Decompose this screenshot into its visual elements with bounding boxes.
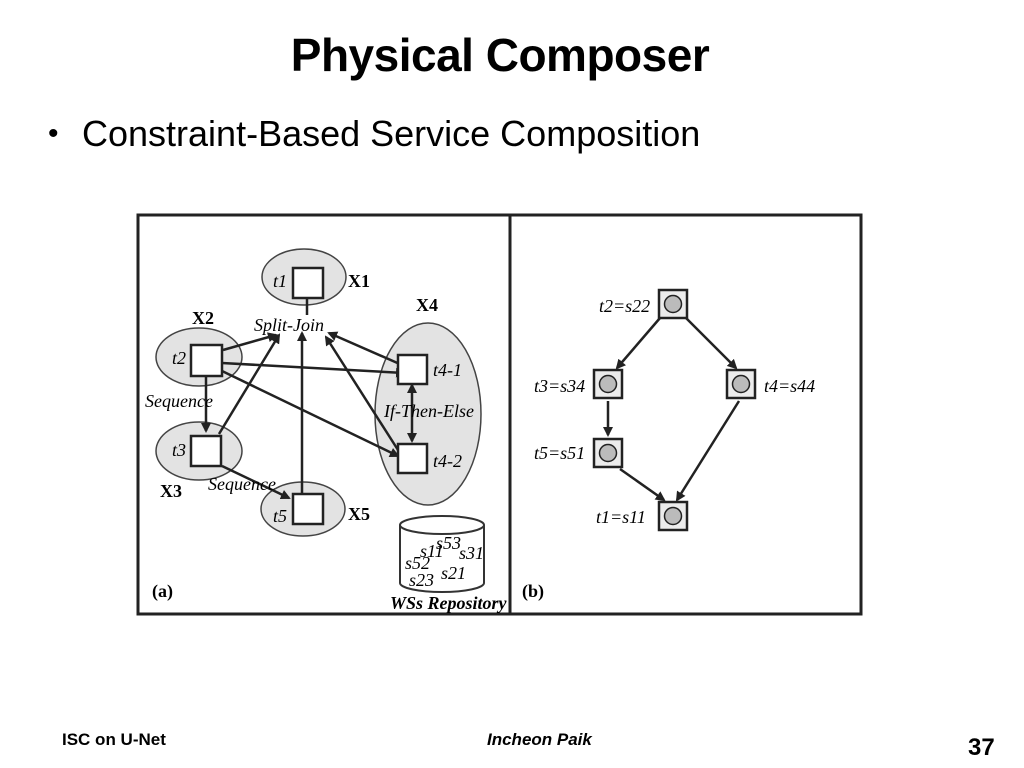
binding-node-t2 bbox=[657, 288, 689, 320]
task-t1-box bbox=[291, 266, 325, 300]
pattern-sequence-2-label: Sequence bbox=[208, 474, 276, 494]
task-t4-2-box bbox=[396, 442, 429, 475]
edge-t2-t41 bbox=[221, 361, 406, 378]
diagram-frame bbox=[136, 213, 863, 616]
edge-t3-splitjoin bbox=[217, 333, 281, 435]
page-number: 37 bbox=[968, 734, 995, 761]
task-t2-label: t2 bbox=[172, 348, 186, 368]
footer-left: ISC on U-Net bbox=[62, 730, 166, 749]
group-x5-label: X5 bbox=[348, 504, 370, 524]
edge-b-t5-t1 bbox=[619, 467, 666, 502]
binding-node-t3 bbox=[592, 368, 624, 400]
panel-b: t2=s22 t3=s34 t4=s44 t5=s51 t1=s11 (b) bbox=[522, 288, 815, 602]
edge-t2-t42 bbox=[221, 369, 400, 458]
panel-a-label: (a) bbox=[152, 581, 173, 602]
binding-node-t1 bbox=[657, 500, 689, 532]
task-t5-label: t5 bbox=[273, 506, 287, 526]
group-x4-label: X4 bbox=[416, 295, 438, 315]
service-s31: s31 bbox=[459, 543, 484, 563]
task-t4-1-box bbox=[396, 353, 429, 386]
task-t4-1-label: t4-1 bbox=[433, 360, 462, 380]
bullet-icon: • bbox=[48, 117, 59, 150]
edge-t2-splitjoin bbox=[222, 332, 278, 352]
edge-b-t4-t1 bbox=[675, 400, 741, 502]
binding-label-t4: t4=s44 bbox=[764, 376, 815, 396]
edge-b-t2-t3 bbox=[615, 317, 661, 370]
task-t3-label: t3 bbox=[172, 440, 186, 460]
binding-label-t5: t5=s51 bbox=[534, 443, 585, 463]
service-s21: s21 bbox=[441, 563, 466, 583]
binding-label-t2: t2=s22 bbox=[599, 296, 650, 316]
pattern-if-then-else-label: If-Then-Else bbox=[383, 401, 474, 421]
binding-node-t5 bbox=[592, 437, 624, 469]
binding-node-t4 bbox=[725, 368, 757, 400]
task-t2-box bbox=[189, 343, 224, 378]
task-t5-box bbox=[291, 492, 325, 526]
group-x2-label: X2 bbox=[192, 308, 214, 328]
task-t4-2-label: t4-2 bbox=[433, 451, 462, 471]
pattern-split-join-label: Split-Join bbox=[254, 315, 324, 335]
slide-title: Physical Composer bbox=[290, 29, 710, 81]
bullet-text: Constraint-Based Service Composition bbox=[82, 113, 701, 154]
group-x3-label: X3 bbox=[160, 481, 182, 501]
pattern-sequence-1-label: Sequence bbox=[145, 391, 213, 411]
service-s11: s11 bbox=[420, 541, 444, 561]
footer-author: Incheon Paik bbox=[487, 730, 592, 749]
service-s52: s52 bbox=[405, 553, 430, 573]
group-x1-label: X1 bbox=[348, 271, 370, 291]
task-t1-label: t1 bbox=[273, 271, 287, 291]
bullet-item: • Constraint-Based Service Composition bbox=[48, 113, 700, 155]
task-t3-box bbox=[189, 434, 223, 468]
edge-b-t2-t4 bbox=[685, 317, 738, 370]
panel-a: t1 t2 t3 t4-1 t4-2 t5 X1 X2 X3 X4 X5 Spl… bbox=[145, 248, 508, 613]
composition-diagram: t1 t2 t3 t4-1 t4-2 t5 X1 X2 X3 X4 X5 Spl… bbox=[136, 213, 863, 616]
binding-label-t1: t1=s11 bbox=[596, 507, 646, 527]
edge-splitjoin-t42 bbox=[324, 335, 400, 451]
edge-t3-t5 bbox=[221, 464, 291, 500]
service-s23: s23 bbox=[409, 570, 434, 590]
repository-label: WSs Repository bbox=[390, 593, 508, 613]
panel-b-label: (b) bbox=[522, 581, 544, 602]
ws-repository: s53 s11 s31 s52 s21 s23 WSs Repository bbox=[390, 515, 508, 613]
service-s53: s53 bbox=[436, 533, 461, 553]
binding-label-t3: t3=s34 bbox=[534, 376, 585, 396]
edge-splitjoin-t41 bbox=[327, 331, 403, 367]
